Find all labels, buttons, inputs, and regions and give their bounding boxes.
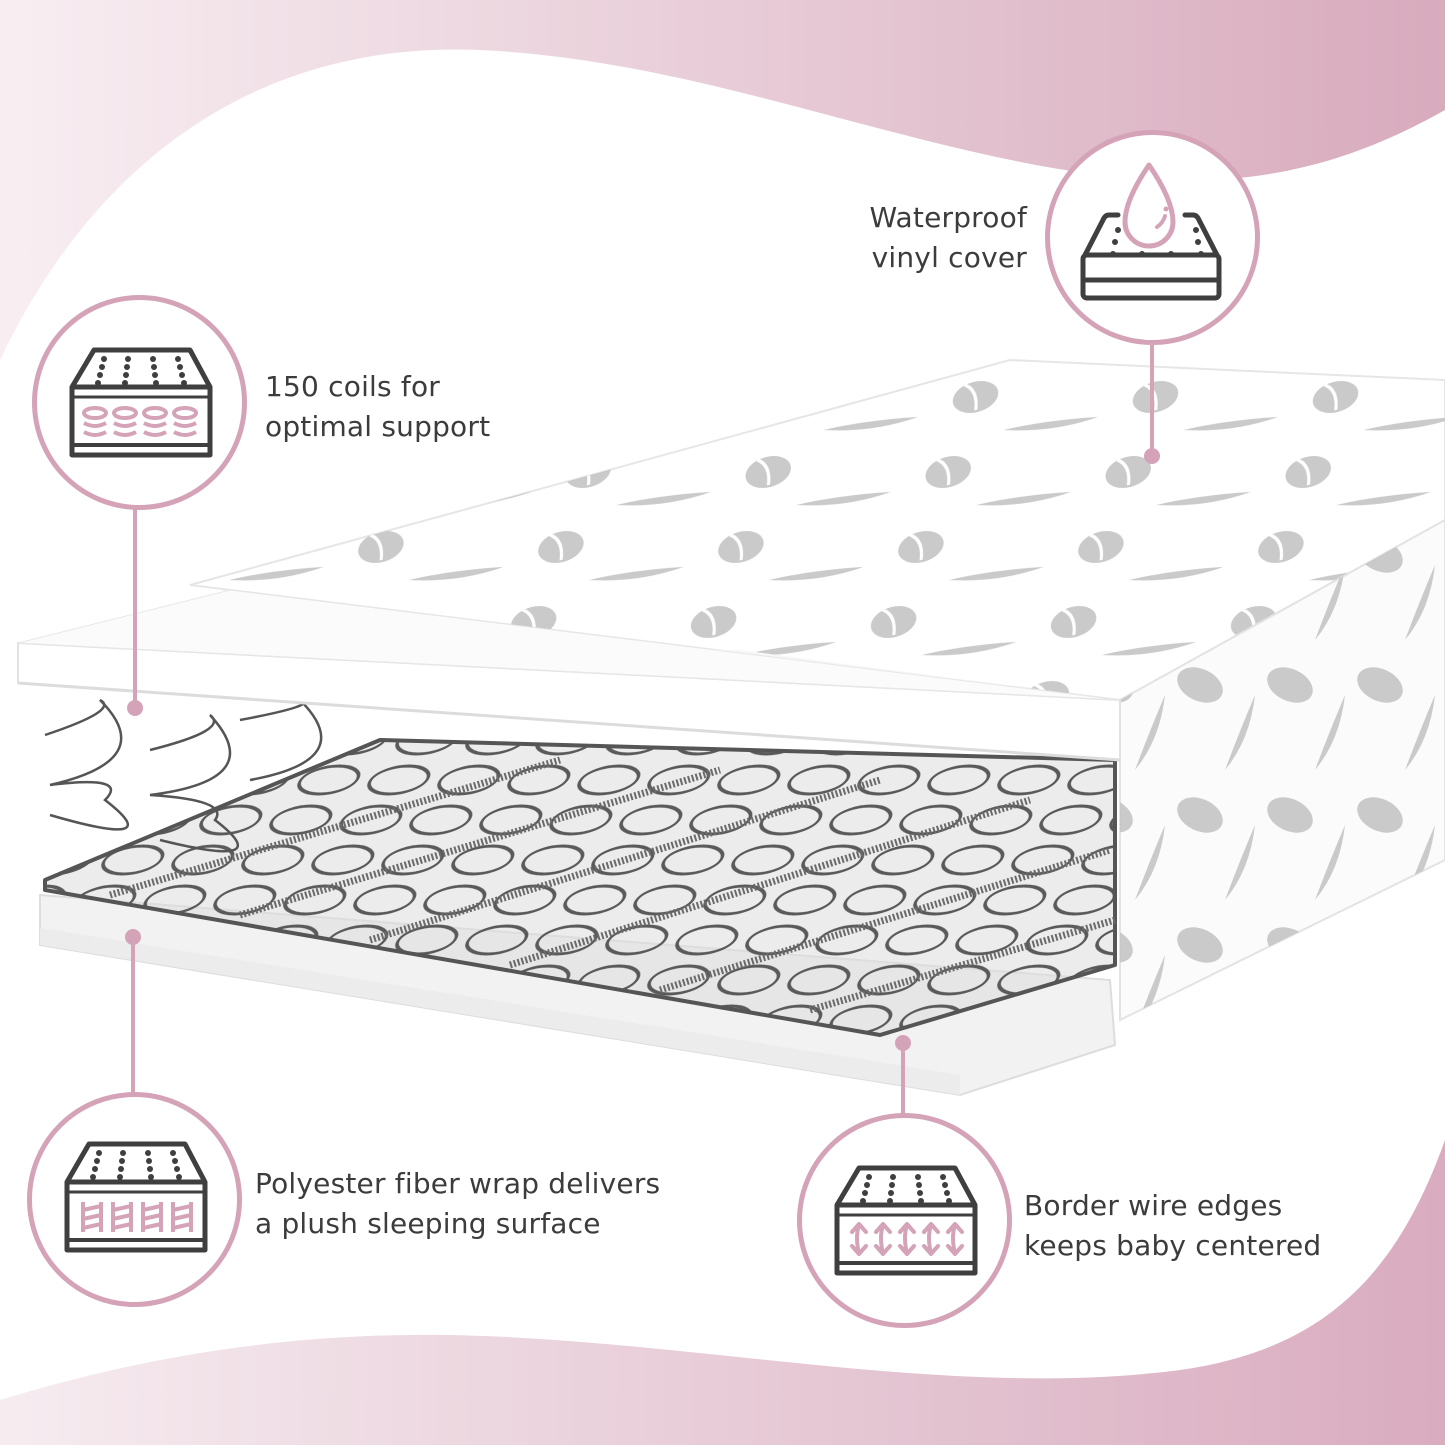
- feature-label-line2: optimal support: [265, 410, 491, 443]
- callout-waterproof: [1045, 130, 1260, 345]
- callout-coils: [32, 295, 247, 510]
- callout-fiber: [27, 1092, 242, 1307]
- feature-label-line1: Polyester fiber wrap delivers: [255, 1167, 661, 1200]
- feature-label-line1: 150 coils for: [265, 370, 441, 403]
- mattress-fiber-layers-icon: [64, 1141, 208, 1253]
- leader-line-fiber: [131, 940, 135, 1095]
- feature-label-line2: vinyl cover: [871, 241, 1027, 274]
- feature-label-line2: a plush sleeping surface: [255, 1207, 601, 1240]
- leader-dot-coils: [127, 700, 143, 716]
- feature-label-waterproof: Waterproof vinyl cover: [855, 198, 1027, 278]
- bottom-wave: [0, 1140, 1445, 1445]
- leader-dot-waterproof: [1144, 448, 1160, 464]
- mattress-water-drop-icon: [1080, 162, 1222, 301]
- feature-label-line2: keeps baby centered: [1024, 1229, 1322, 1262]
- leader-line-coils: [133, 505, 137, 710]
- feature-label-line1: Border wire edges: [1024, 1189, 1283, 1222]
- feature-label-coils: 150 coils for optimal support: [265, 367, 490, 447]
- feature-label-border: Border wire edges keeps baby centered: [1024, 1186, 1321, 1266]
- leader-line-waterproof: [1150, 345, 1154, 455]
- mattress-coils-icon: [69, 347, 213, 458]
- top-wave: [0, 0, 1445, 360]
- feature-label-fiber: Polyester fiber wrap delivers a plush sl…: [255, 1164, 660, 1244]
- feature-label-line1: Waterproof: [869, 201, 1027, 234]
- leader-dot-fiber: [125, 929, 141, 945]
- leader-line-border: [901, 1045, 905, 1115]
- callout-border: [797, 1113, 1012, 1328]
- leader-dot-border: [895, 1035, 911, 1051]
- mattress-arrows-icon: [834, 1165, 978, 1276]
